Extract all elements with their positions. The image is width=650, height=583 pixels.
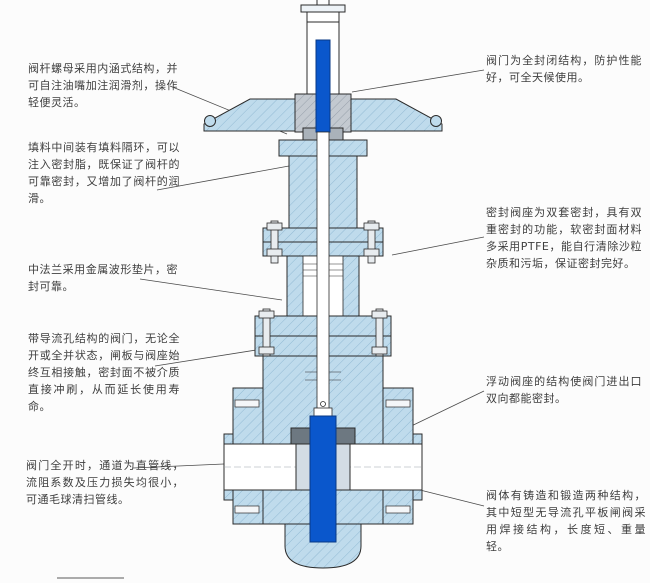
annotation-seat-sealing: 密封阀座为双套密封，具有双重密封的功能，软密封面材料多采用PTFE，能自行清除沙… bbox=[486, 206, 642, 270]
annotation-conduit-hole: 带导流孔结构的阀门，无论全开或全并状态，闸板与阀座始终互相接触，密封面不被介质直… bbox=[28, 332, 180, 413]
valve-seats bbox=[290, 427, 356, 491]
annotation-floating-seat: 浮动阀座的结构使阀门进出口双向都能密封。 bbox=[486, 375, 642, 405]
valve-stem bbox=[313, 39, 333, 419]
annotation-full-open: 阀门全开时，通道为直管线，流阻系数及压力损失均很小，可通毛球清扫管线。 bbox=[26, 459, 184, 506]
annotation-middle-flange: 中法兰采用金属波形垫片，密封可靠。 bbox=[28, 263, 178, 293]
annotation-enclosed-structure: 阀门为全封闭结构，防护性能好，可全天候使用。 bbox=[486, 54, 642, 84]
annotation-stem-nut: 阀杆螺母采用内涵式结构，并可自注油嘴加注润滑剂，操作轻便灵活。 bbox=[28, 62, 178, 109]
annotation-packing: 填料中间装有填料隔环，可以注入密封脂，既保证了阀杆的可靠密封，又增加了阀杆的润滑… bbox=[28, 141, 180, 205]
gate-disc bbox=[309, 415, 337, 543]
leader-lines bbox=[132, 69, 485, 507]
annotation-body-structure: 阀体有铸造和锻造两种结构，其中短型无导流孔平板闸阀采用焊接结构，长度短、重量轻。 bbox=[486, 489, 646, 553]
